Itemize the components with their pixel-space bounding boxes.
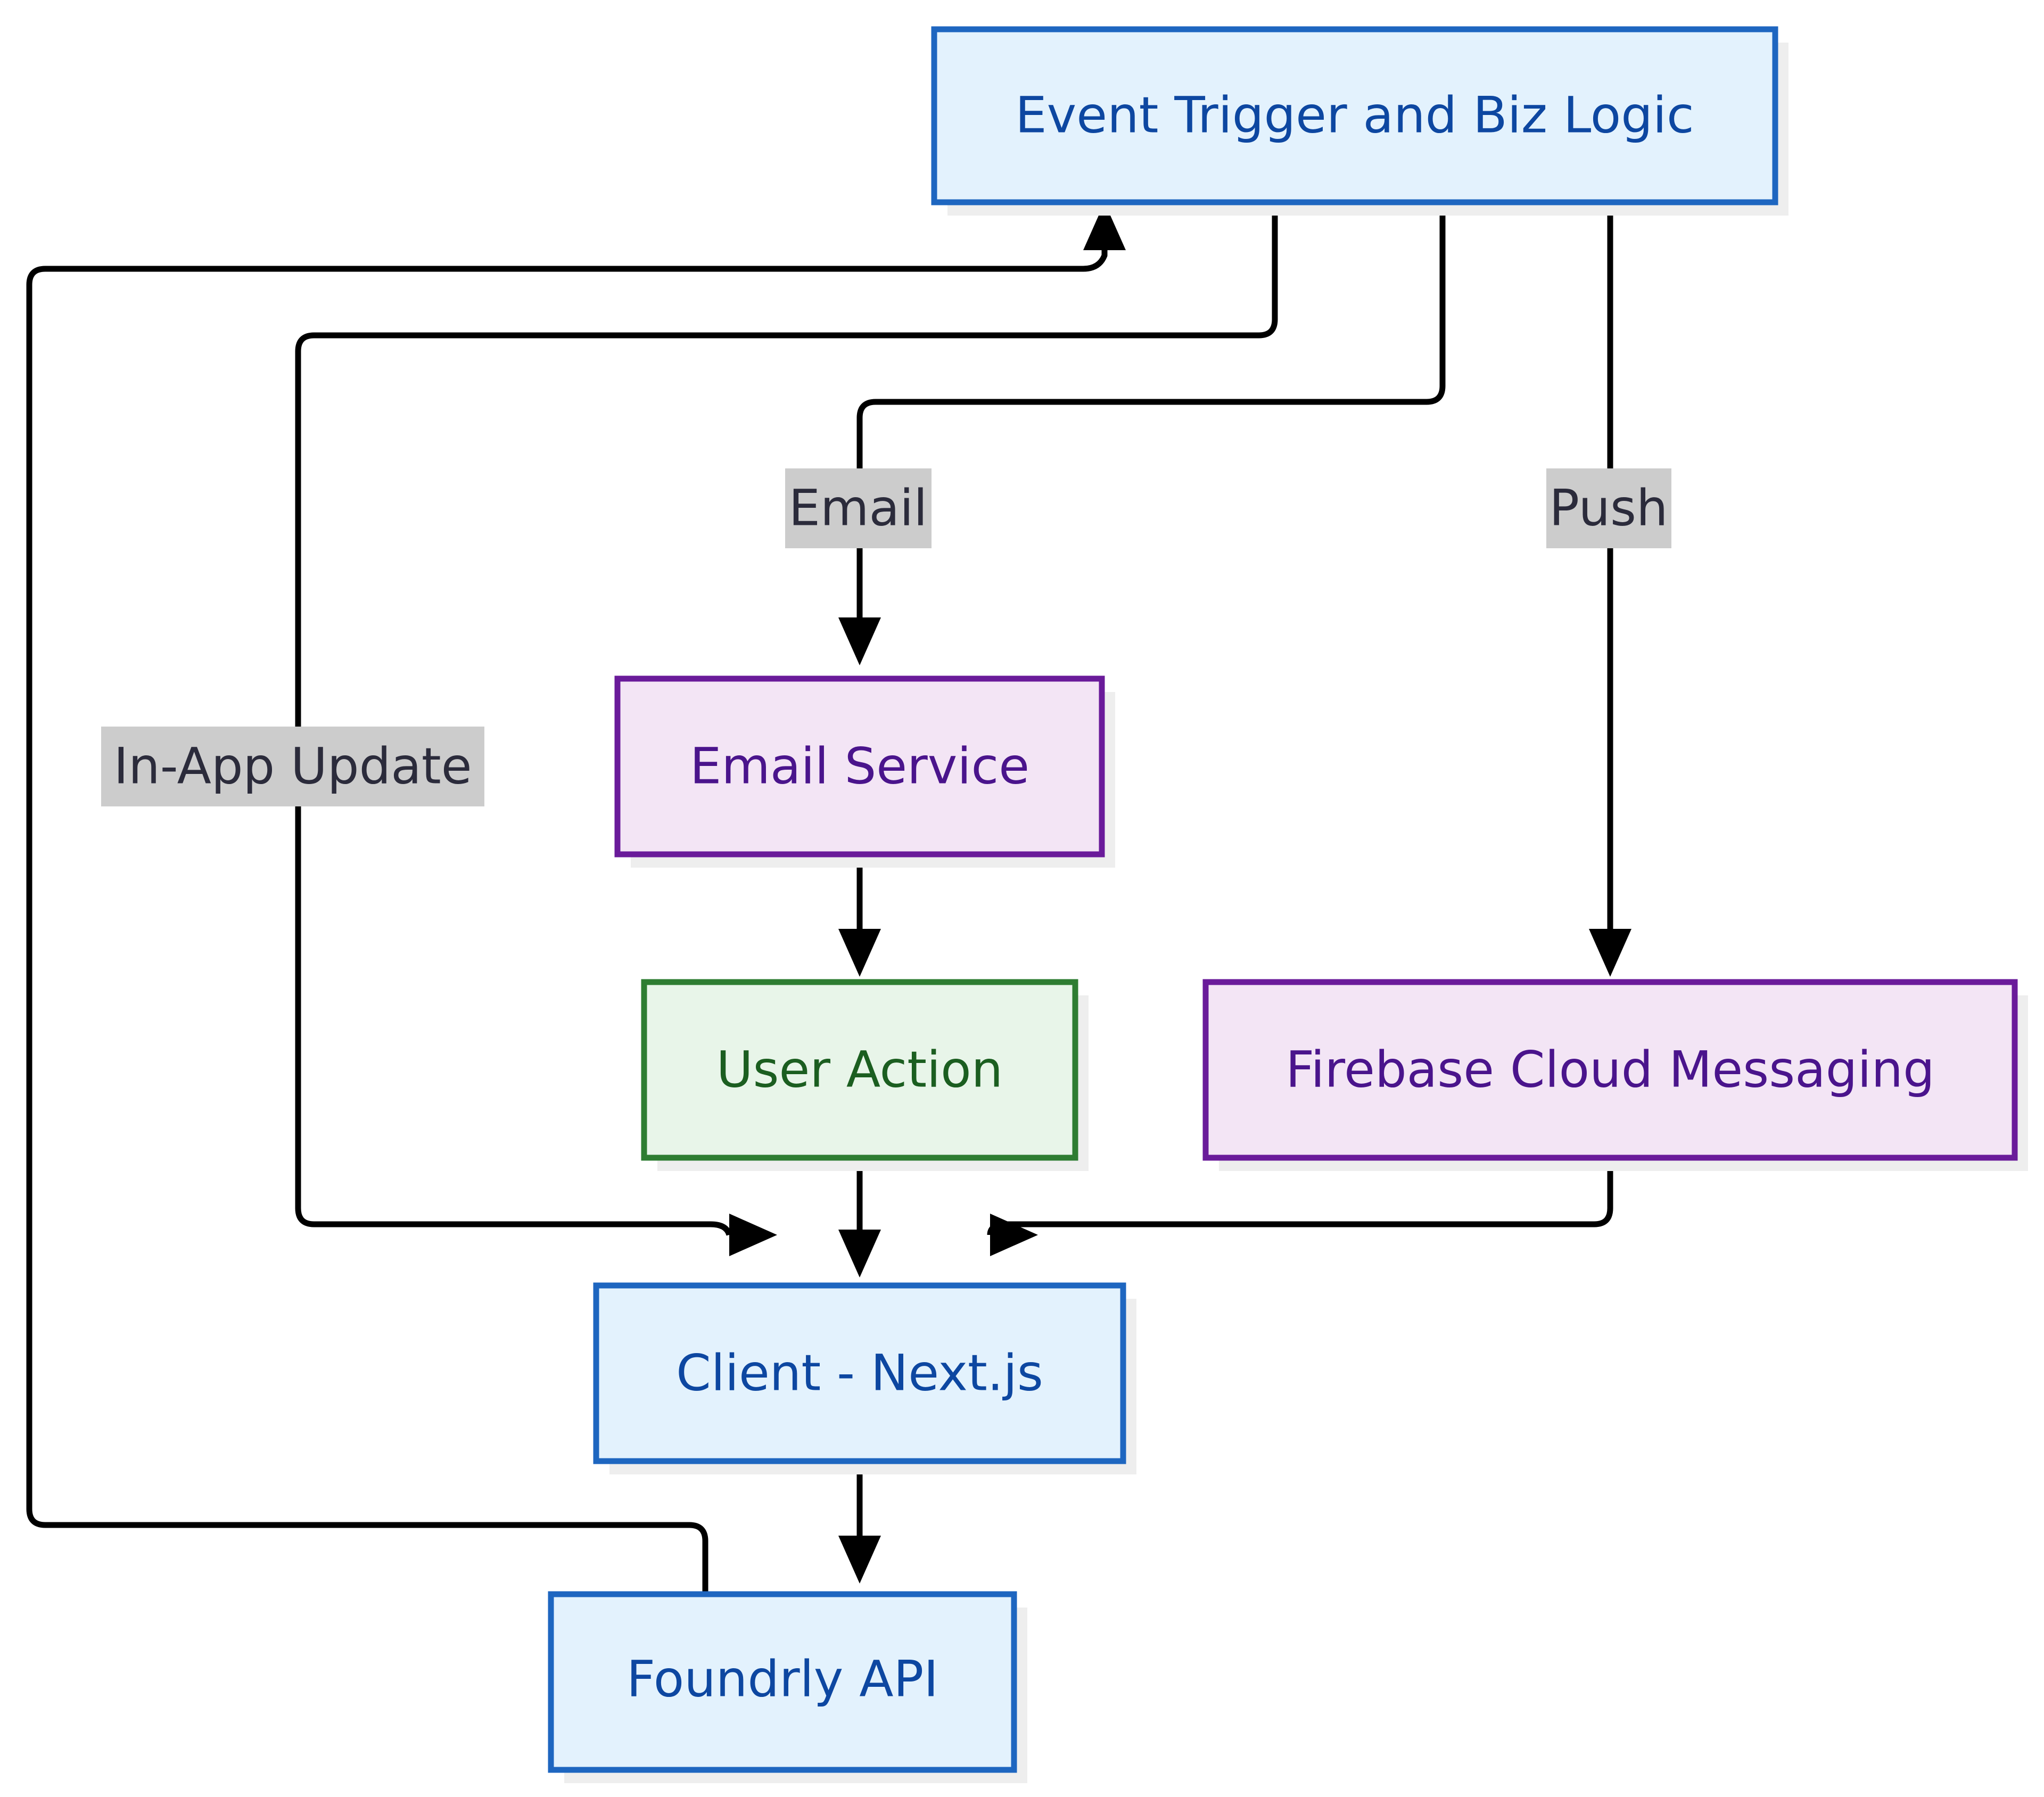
node-foundrly-api-label: Foundrly API (627, 1651, 938, 1709)
edge-label-in-app-update-text: In-App Update (113, 738, 472, 796)
edge-event-to-email-service (838, 202, 1446, 665)
node-client-label: Client - Next.js (676, 1345, 1043, 1403)
edge-event-to-client (295, 202, 1278, 1282)
node-foundrly-api[interactable]: Foundrly API (548, 1591, 1027, 1783)
node-user-action-label: User Action (716, 1041, 1003, 1099)
edge-api-to-event (26, 202, 1126, 1594)
node-client[interactable]: Client - Next.js (593, 1282, 1136, 1474)
node-fcm-label: Firebase Cloud Messaging (1285, 1041, 1935, 1099)
edge-label-in-app-update: In-App Update (101, 727, 484, 806)
node-fcm[interactable]: Firebase Cloud Messaging (1202, 979, 2028, 1171)
node-event-trigger[interactable]: Event Trigger and Biz Logic (931, 26, 1789, 216)
node-user-action[interactable]: User Action (641, 979, 1089, 1171)
node-email-service[interactable]: Email Service (614, 675, 1115, 868)
edge-fcm-to-client (969, 1158, 1613, 1283)
edge-label-push: Push (1546, 468, 1671, 548)
edge-label-email: Email (785, 468, 932, 548)
edges (26, 202, 1631, 1594)
edge-label-email-text: Email (789, 480, 928, 538)
edge-label-push-text: Push (1549, 480, 1668, 538)
node-email-service-label: Email Service (690, 738, 1029, 796)
node-event-trigger-label: Event Trigger and Biz Logic (1015, 87, 1694, 145)
